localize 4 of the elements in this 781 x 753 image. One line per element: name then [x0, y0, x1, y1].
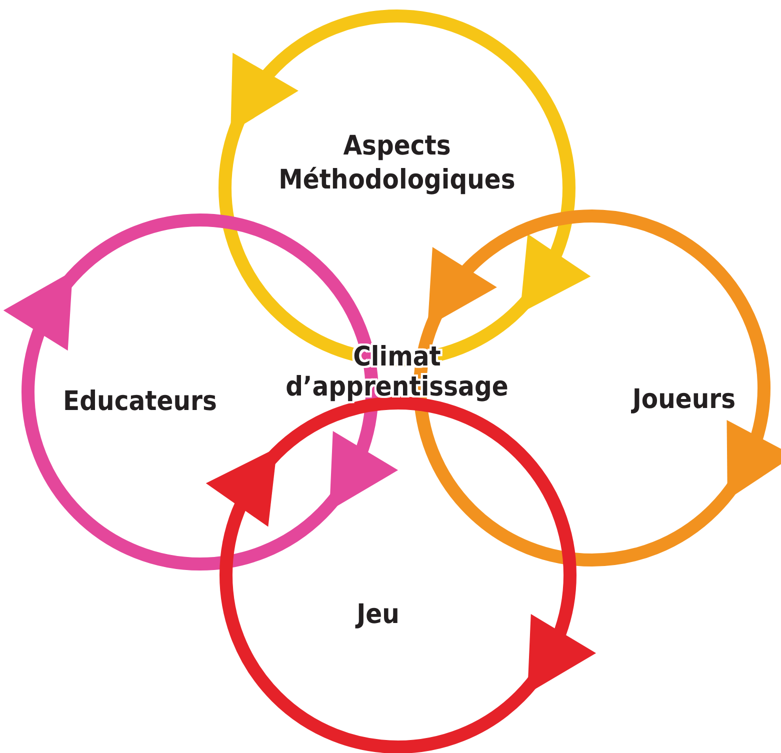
node-label: Educateurs [62, 385, 218, 419]
node-label: Aspects Méthodologiques [278, 129, 516, 197]
node-label: Jeu [354, 598, 400, 632]
node-label: Joueurs [630, 383, 737, 417]
